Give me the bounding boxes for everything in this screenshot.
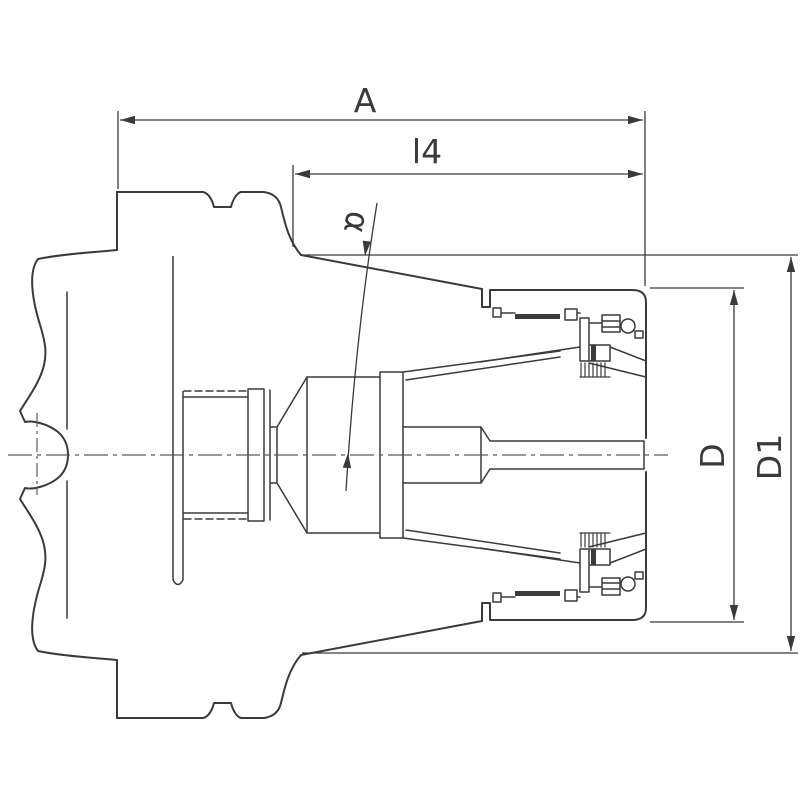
dimension-labels: A l4 α D D1: [336, 81, 789, 480]
arrow-A-left: [120, 115, 135, 125]
dim-arc-alpha: [345, 202, 378, 492]
dim-label-A: A: [354, 81, 377, 120]
centerlines: [8, 413, 668, 495]
arrow-A-right: [628, 115, 643, 125]
part-geometry: [19, 191, 647, 719]
arrow-D1-top: [786, 257, 796, 272]
dim-label-l4: l4: [412, 132, 442, 171]
dim-label-alpha: α: [336, 208, 378, 236]
arrow-l4-left: [295, 169, 310, 179]
dim-label-D1: D1: [750, 434, 789, 480]
dimensions: [117, 111, 798, 654]
flange-slot: [172, 391, 184, 586]
arrow-D1-bottom: [786, 636, 796, 651]
arrow-l4-right: [628, 169, 643, 179]
dim-label-D: D: [693, 443, 732, 468]
arrow-D-bottom: [729, 605, 739, 620]
arrow-D-top: [729, 290, 739, 305]
arrowheads: [120, 115, 796, 651]
